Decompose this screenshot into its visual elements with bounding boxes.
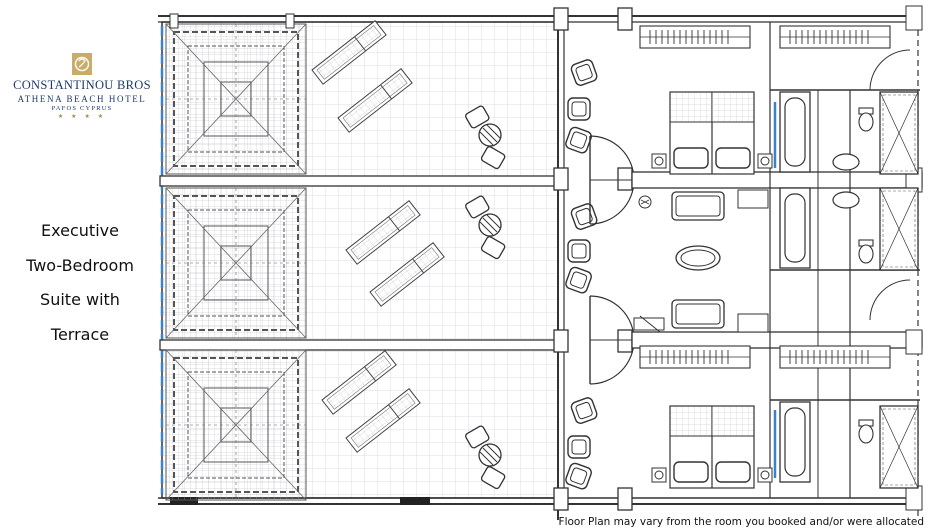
interior-walls [631,5,923,520]
suite-title-line: Terrace [50,324,110,344]
facade-columns [553,7,633,511]
suite-title-line: Executive [41,221,119,240]
wardrobe [639,25,751,49]
brand-name: CONSTANTINOU BROS [13,78,151,92]
living-area [633,189,769,333]
wardrobe [779,345,891,369]
entry-door-swings [869,49,911,321]
suite-title-line: Suite with [40,290,120,309]
twin-beds [651,91,773,175]
brand-hotel: ATHENA BEACH HOTEL [17,94,147,104]
bathtub [779,187,811,269]
toilet [858,107,874,132]
bathtub [779,401,811,483]
door-swing [589,135,635,225]
pergola [165,23,307,175]
toilet [858,239,874,264]
suite-title-line: Two-Bedroom [26,255,134,275]
brand-stars: ★ ★ ★ ★ [57,113,107,120]
door-swing [589,295,635,385]
wardrobe [779,25,891,49]
facade-armchairs [563,57,599,491]
logo-emblem-icon [72,53,92,75]
bathtub [779,91,811,173]
twin-beds [651,405,773,489]
floor-plan-disclaimer: Floor Plan may vary from the room you bo… [558,516,924,528]
hotel-logo: CONSTANTINOU BROS ATHENA BEACH HOTEL PAF… [6,52,158,120]
toilet [858,419,874,444]
wardrobe [639,345,751,369]
shower [879,91,919,175]
pergola [165,349,307,501]
pergola-posts [169,13,295,29]
pergola [165,187,307,339]
shower [879,187,919,271]
suite-title: Executive Two-Bedroom Suite with Terrace [8,214,152,352]
brand-location: PAFOS CYPRUS [51,105,113,112]
shower [879,405,919,489]
